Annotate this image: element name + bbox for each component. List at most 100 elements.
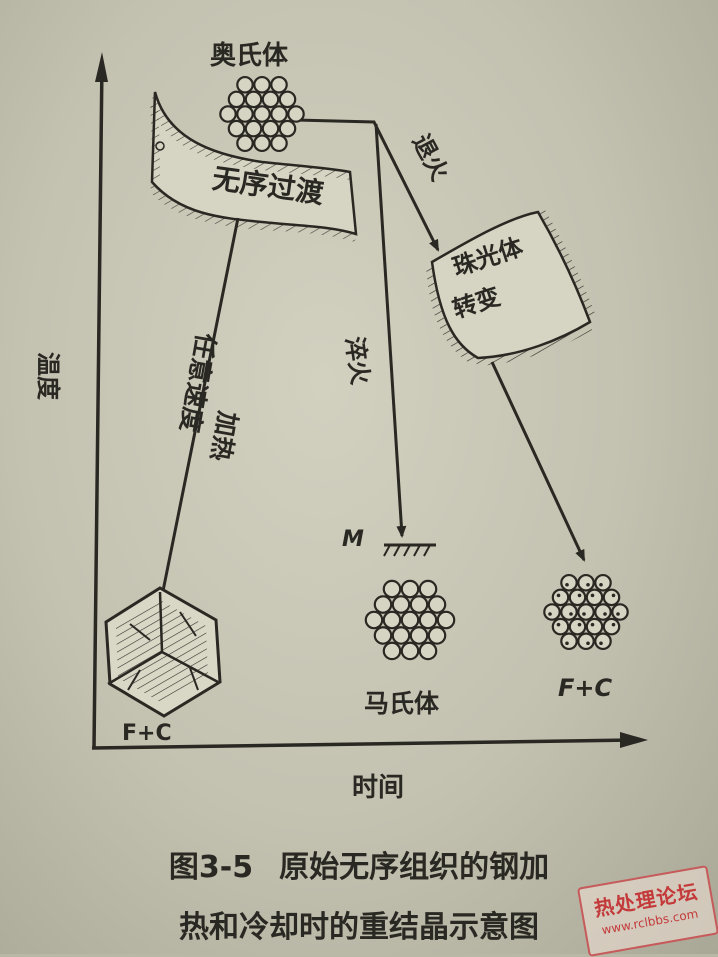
grain (253, 134, 271, 153)
figure-number: 图3-5 (168, 850, 254, 885)
initial-disordered-structure (104, 586, 222, 718)
carbide-dot (603, 612, 607, 616)
grain (253, 75, 271, 94)
grain (409, 595, 429, 614)
y-axis (92, 61, 104, 749)
carbide-dot (590, 593, 595, 598)
grain (278, 119, 297, 138)
grain (427, 595, 447, 614)
time-axis-label: 时间 (352, 773, 404, 803)
grain (577, 603, 595, 621)
grain (391, 595, 411, 614)
x-axis (91, 738, 635, 750)
martensite-grains (364, 579, 456, 661)
carbide-dot (611, 593, 616, 598)
carbide-dot (548, 612, 552, 616)
grain (236, 75, 254, 94)
annealing-path (295, 118, 440, 252)
carbide-dot (616, 612, 620, 616)
grain (253, 105, 271, 123)
grain (261, 119, 280, 138)
ferrite-cementite-end-grains (543, 573, 629, 651)
carbide-dot (577, 593, 582, 598)
grain (436, 610, 456, 630)
grain (236, 105, 254, 123)
grain (364, 610, 384, 630)
grain (400, 579, 420, 599)
grain (602, 588, 621, 607)
grain (373, 595, 393, 614)
grain (585, 588, 604, 607)
grain (373, 626, 393, 645)
grain (244, 90, 263, 109)
martensite-start-line (383, 543, 436, 557)
grain (227, 119, 246, 138)
grain (551, 617, 570, 636)
martensite-label: 马氏体 (364, 689, 440, 718)
grain (418, 579, 438, 599)
caption-line-1: 图3-5 原始无序组织的钢加 (0, 842, 718, 886)
grain (594, 603, 612, 621)
grain (382, 641, 402, 661)
grain (409, 626, 429, 645)
grain (400, 641, 420, 661)
carbide-dot (599, 641, 603, 646)
grain (585, 617, 604, 636)
heating-label: 加热 (205, 408, 242, 463)
annealing-label: 退火 (407, 130, 454, 186)
grain (594, 573, 612, 592)
pearlite-transformation-band (426, 208, 596, 366)
grain (418, 610, 438, 630)
carbide-dot (586, 582, 590, 587)
carbide-dot (577, 622, 582, 627)
pearlite-cooling-path (490, 361, 586, 562)
grain (261, 90, 280, 109)
quenching-label: 淬火 (340, 335, 374, 386)
carbide-dot (590, 622, 595, 627)
y-axis-arrowhead (95, 52, 108, 82)
grain (270, 105, 288, 123)
start-structure-label: F+C (122, 721, 172, 746)
grain (577, 632, 595, 651)
caption-line-2: 热和冷却时的重结晶示意图 (179, 910, 539, 945)
grain (382, 579, 402, 599)
disorder-transition-band (150, 91, 358, 242)
grain (244, 119, 263, 138)
grain (270, 75, 288, 94)
temperature-axis-label: 温度 (34, 352, 62, 401)
heating-path (160, 217, 240, 597)
carbide-dot (556, 622, 561, 627)
grain (577, 573, 595, 592)
grain (543, 603, 561, 621)
grain (611, 603, 629, 621)
grain (560, 573, 578, 592)
quenching-path (374, 123, 407, 538)
grain (594, 632, 612, 651)
carbide-dot (556, 593, 561, 598)
austenite-grains (219, 75, 305, 153)
grain (287, 105, 305, 123)
x-axis-arrowhead (620, 732, 648, 748)
grain (236, 134, 254, 153)
grain (560, 603, 578, 621)
grain (418, 641, 438, 661)
caption-text-1: 原始无序组织的钢加 (279, 850, 550, 885)
grain (227, 90, 246, 109)
grain (391, 626, 411, 645)
grain (400, 610, 420, 630)
martensite-point-label: M (342, 527, 364, 552)
end-structure-label: F+C (558, 674, 613, 702)
grain (270, 134, 288, 153)
carbide-dot (611, 622, 616, 627)
grain (427, 626, 447, 645)
grain (219, 105, 237, 123)
carbide-dot (599, 582, 603, 587)
carbide-dot (565, 582, 569, 587)
carbide-dot (582, 612, 586, 616)
carbide-dot (586, 641, 590, 646)
carbide-dot (565, 641, 569, 646)
carbide-dot (569, 612, 573, 616)
grain (278, 90, 297, 109)
